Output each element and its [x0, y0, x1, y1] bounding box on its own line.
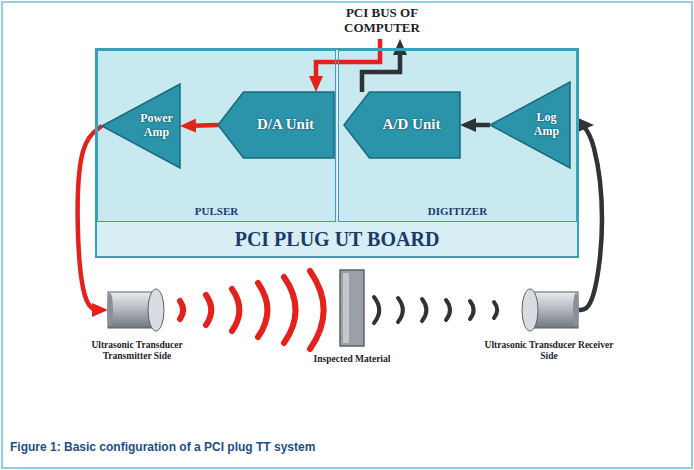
transmitted-wave [310, 271, 324, 349]
transducer-body [108, 288, 166, 332]
transmitted-wave [284, 277, 296, 343]
section-title: DIGITIZER [428, 205, 487, 218]
figure-caption: Figure 1: Basic configuration of a PCI p… [10, 440, 670, 454]
bus-label: PCI BUS OF COMPUTER [322, 6, 458, 36]
block-fill [218, 92, 334, 158]
block-fill [102, 84, 180, 168]
signal-arrow [472, 123, 490, 128]
specimen-block [340, 270, 364, 346]
block-fill [344, 92, 460, 158]
node-label: Ultrasonic Transducer Transmitter Side [67, 340, 207, 362]
transducer-face [148, 289, 164, 331]
section-title: PULSER [195, 205, 238, 218]
node-label: Log Amp [527, 111, 567, 139]
transducer-face [522, 289, 538, 331]
pulser-panel: PULSER Power Amp D/A Unit [97, 50, 336, 222]
amplifier-triangle: Power Amp [102, 84, 180, 168]
signal-arrow [192, 123, 218, 128]
block-fill [490, 82, 570, 168]
node-label: PCI BUS OF COMPUTER [322, 6, 442, 36]
received-wave [374, 297, 379, 323]
node-label: Ultrasonic Transducer Receiver Side [479, 340, 619, 362]
material-highlight [343, 273, 349, 343]
received-wave [470, 301, 474, 319]
board-outline: PCI PLUG UT BOARD PULSER Power Amp D/A Unit… [95, 48, 579, 258]
amplifier-triangle: Log Amp [490, 82, 570, 168]
signal-arrow [362, 51, 400, 92]
received-wave [398, 298, 403, 322]
transducer: Ultrasonic Transducer Transmitter Side [108, 288, 166, 332]
transmitted-wave [232, 289, 239, 331]
received-wave [422, 299, 426, 321]
node-label: Power Amp [137, 112, 177, 140]
transducer: Ultrasonic Transducer Receiver Side [520, 288, 578, 332]
received-wave [494, 302, 497, 318]
ultrasonic-waves [180, 271, 497, 349]
node-label: D/A Unit [242, 116, 330, 133]
panel-fill [338, 50, 577, 222]
signal-arrow [78, 126, 102, 310]
converter-block: D/A Unit [218, 92, 334, 158]
transducer-back [107, 293, 113, 327]
node-label: A/D Unit [368, 116, 456, 133]
node-label: Inspected Material [287, 354, 417, 365]
signal-arrow [578, 125, 602, 310]
panel-fill [97, 50, 336, 222]
transmitted-wave [206, 295, 211, 325]
converter-block: A/D Unit [344, 92, 460, 158]
received-wave [446, 300, 450, 320]
specimen: Inspected Material [340, 270, 364, 346]
transducer-body [520, 288, 578, 332]
transmitted-wave [180, 301, 183, 319]
digitizer-panel: DIGITIZER A/D Unit Log Amp [338, 50, 577, 222]
transmitted-wave [258, 283, 267, 337]
panel-fills [95, 48, 579, 258]
panel-fill [95, 48, 579, 258]
section-title: PCI PLUG UT BOARD [235, 228, 440, 251]
transducer-back [573, 293, 579, 327]
material-block [340, 270, 364, 346]
